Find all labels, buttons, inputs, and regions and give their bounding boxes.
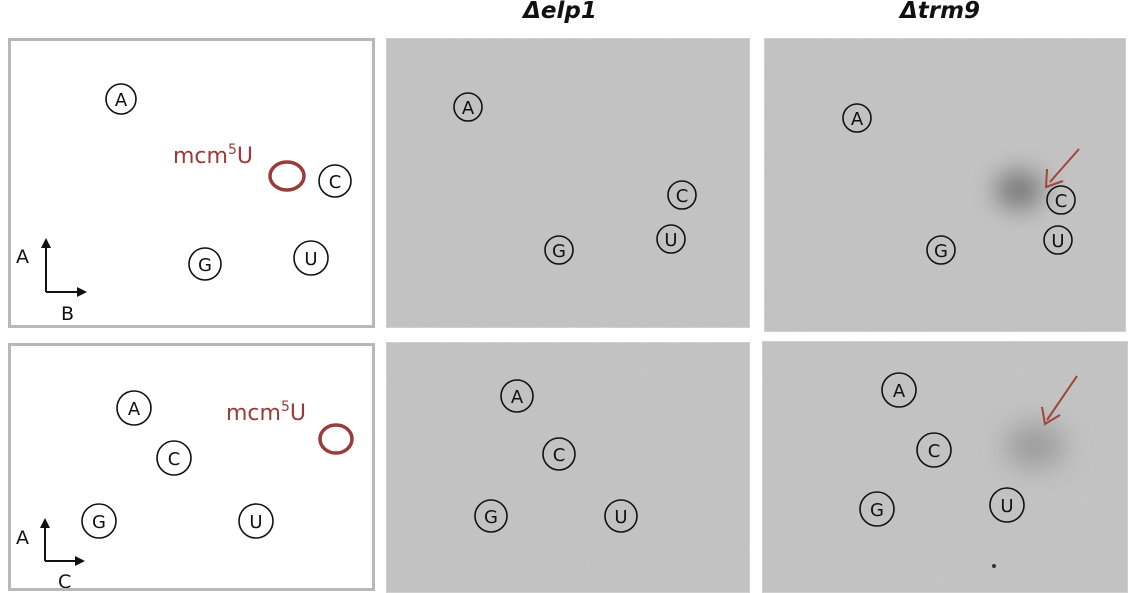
svg-text:C: C: [928, 441, 941, 462]
spot-g: G: [544, 235, 574, 265]
svg-text:C: C: [329, 172, 342, 193]
spot-c: C: [542, 437, 576, 471]
svg-text:G: G: [92, 512, 106, 533]
spot-g: G: [188, 247, 222, 281]
tlc-plate-top-elp1: A C G U: [386, 38, 750, 328]
red-arrow-icon: [1041, 375, 1078, 426]
spot-u: U: [1043, 225, 1073, 255]
svg-text:A: A: [462, 98, 475, 119]
axis-label-horizontal: C: [58, 571, 71, 588]
mcm5u-spot: [318, 423, 354, 455]
spot-c: C: [156, 440, 192, 476]
spot-a: A: [105, 83, 137, 115]
svg-text:U: U: [249, 512, 262, 533]
svg-text:U: U: [614, 507, 627, 528]
svg-text:U: U: [1051, 231, 1064, 252]
svg-text:C: C: [676, 186, 689, 207]
spot-c: C: [1046, 185, 1076, 215]
svg-text:G: G: [198, 255, 212, 276]
spot-a: A: [842, 103, 872, 133]
spot-u: U: [989, 487, 1025, 523]
spot-g: G: [926, 235, 956, 265]
svg-text:A: A: [128, 399, 141, 420]
svg-text:A: A: [893, 381, 906, 402]
mcm5u-blot: [1005, 424, 1065, 468]
mcm5u-spot: [268, 160, 306, 192]
svg-text:U: U: [1000, 496, 1013, 517]
red-arrow-icon: [1044, 148, 1080, 189]
column-header-trm9: Δtrm9: [899, 0, 981, 24]
svg-text:A: A: [115, 90, 128, 111]
svg-text:G: G: [934, 241, 948, 262]
spot-u: U: [656, 224, 686, 254]
mcm5u-label: mcm5U: [226, 399, 306, 426]
svg-text:C: C: [168, 449, 181, 470]
svg-text:G: G: [552, 241, 566, 262]
spot-g: G: [474, 499, 508, 533]
spot-g: G: [81, 503, 117, 539]
svg-text:G: G: [870, 500, 884, 521]
svg-text:U: U: [664, 230, 677, 251]
spot-a: A: [500, 379, 534, 413]
spot-u: U: [604, 499, 638, 533]
axis-label-horizontal: B: [61, 303, 74, 325]
dust-speck: [992, 564, 996, 568]
svg-text:A: A: [511, 387, 524, 408]
spot-g: G: [859, 491, 895, 527]
schematic-panel-top: A C G U mcm5U A B: [8, 38, 375, 328]
tlc-plate-bottom-elp1: A C G U: [386, 342, 750, 593]
axis-arrows: [40, 518, 85, 566]
svg-text:U: U: [304, 249, 317, 270]
tlc-plate-top-trm9: A C G U: [764, 38, 1126, 332]
axis-label-vertical: A: [16, 527, 29, 549]
mcm5u-blot: [995, 170, 1043, 210]
svg-text:A: A: [851, 109, 864, 130]
svg-text:C: C: [553, 445, 566, 466]
svg-text:C: C: [1055, 191, 1068, 212]
spot-u: U: [238, 503, 274, 539]
spot-u: U: [293, 240, 329, 276]
mcm5u-label: mcm5U: [173, 142, 253, 169]
spot-c: C: [318, 164, 352, 198]
svg-text:G: G: [484, 507, 498, 528]
schematic-panel-bottom: A C G U mcm5U A C: [8, 343, 375, 591]
axis-label-vertical: A: [16, 246, 29, 268]
column-header-elp1: Δelp1: [523, 0, 597, 24]
spot-c: C: [916, 432, 952, 468]
spot-a: A: [116, 390, 152, 426]
tlc-plate-bottom-trm9: A C G U: [762, 341, 1128, 593]
spot-a: A: [453, 92, 483, 122]
spot-a: A: [881, 372, 917, 408]
axis-arrows: [41, 238, 87, 297]
spot-c: C: [667, 180, 697, 210]
